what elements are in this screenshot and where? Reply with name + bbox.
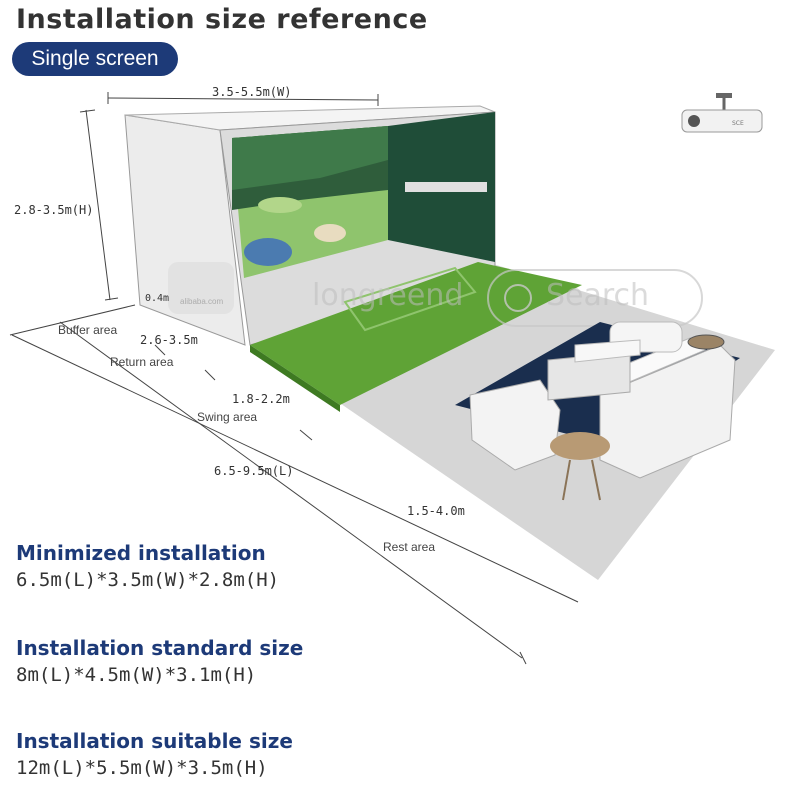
watermark-search: Search xyxy=(546,278,650,313)
height-dimension-label: 2.8-3.5m(H) xyxy=(14,203,94,217)
dimension-lines xyxy=(9,92,579,665)
swing-dimension-label: 1.8-2.2m xyxy=(232,392,290,406)
rest-area-label: Rest area xyxy=(383,540,436,554)
width-dimension-label: 3.5-5.5m(W) xyxy=(212,85,292,99)
coffee-table xyxy=(547,339,641,401)
turf-mat xyxy=(250,262,582,405)
return-dimension-label: 2.6-3.5m xyxy=(140,333,198,347)
size-value-minimized: 6.5m(L)*3.5m(W)*2.8m(H) xyxy=(16,569,280,591)
watermark-search-icon xyxy=(504,284,532,312)
size-heading-standard: Installation standard size xyxy=(16,636,304,660)
length-dimension-label: 6.5-9.5m(L) xyxy=(214,464,294,478)
ceiling-projector xyxy=(681,93,763,133)
rest-dimension-label: 1.5-4.0m xyxy=(407,504,465,518)
buffer-dimension-label: 0.4m xyxy=(145,293,170,304)
single-screen-badge: Single screen xyxy=(12,42,178,76)
size-value-standard: 8m(L)*4.5m(W)*3.1m(H) xyxy=(16,664,257,686)
wall-bar xyxy=(405,182,487,192)
projection-screen xyxy=(232,126,388,278)
size-heading-minimized: Minimized installation xyxy=(16,541,266,565)
watermark-brand: longreend xyxy=(312,278,464,313)
size-value-suitable: 12m(L)*5.5m(W)*3.5m(H) xyxy=(16,757,268,779)
turf-front-edge xyxy=(250,345,340,412)
side-table xyxy=(550,432,610,501)
return-area-label: Return area xyxy=(110,355,174,369)
watermark-logo xyxy=(168,262,234,314)
watermark-logo-text: alibaba.com xyxy=(180,297,224,306)
swing-area-label: Swing area xyxy=(197,410,258,424)
page-title: Installation size reference xyxy=(16,4,428,35)
tray xyxy=(687,334,725,350)
armchair xyxy=(469,379,561,471)
buffer-area-label: Buffer area xyxy=(58,323,118,337)
projector-label: SCE xyxy=(732,120,744,127)
hitting-mat xyxy=(343,266,477,332)
size-heading-suitable: Installation suitable size xyxy=(16,729,293,753)
